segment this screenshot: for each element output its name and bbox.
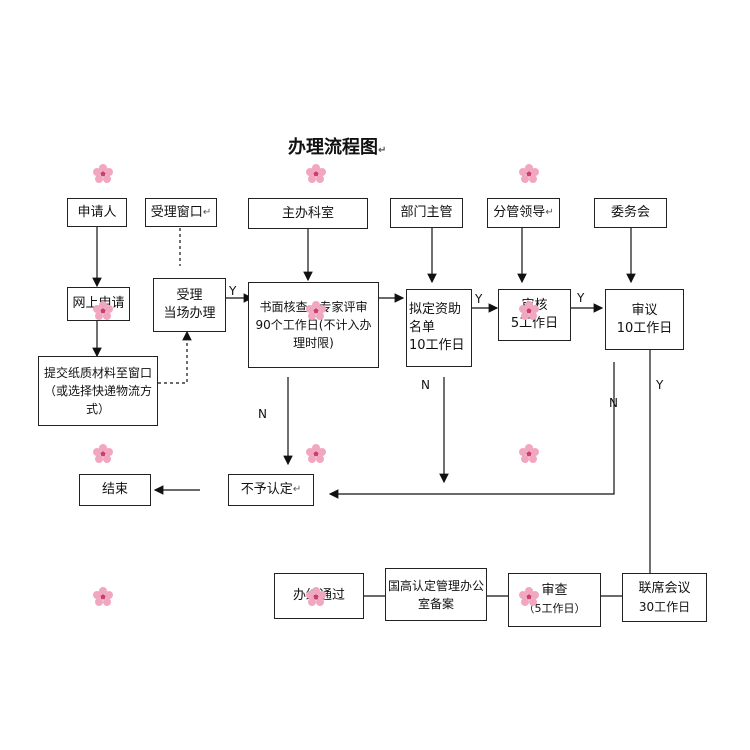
step-record: 国高认定管理办公室备案 [385,568,487,621]
label-no-draft: N [421,378,430,392]
label-no-deliberate: N [609,396,618,410]
step-end: 结束 [79,474,151,506]
diagram-title: 办理流程图↵ [288,137,387,158]
flower-icon [306,587,326,606]
flower-icon [93,587,113,606]
step-accept: 受理当场办理 [153,278,226,332]
flower-icon [519,301,539,320]
flower-icon [93,301,113,320]
flower-icon [519,164,539,183]
step-reject: 不予认定↵ [228,474,314,506]
arrow-submit-to-accept [158,330,192,384]
flower-icon [93,164,113,183]
flower-icon [519,587,539,606]
label-yes-audit: Y [577,291,585,305]
flower-icon [306,301,326,320]
role-window: 受理窗口↵ [145,198,217,227]
flower-icon [519,444,539,463]
flower-icon [93,444,113,463]
step-review: 书面核查、专家评审90个工作日(不计入办理时限) [248,282,379,368]
role-dept-head: 部门主管 [390,198,463,228]
role-committee: 委务会 [594,198,667,228]
flower-icon [306,444,326,463]
flower-icon [306,164,326,183]
step-submit-paper: 提交纸质材料至窗口（或选择快递物流方式） [38,356,158,426]
label-yes-deliberate: Y [656,378,664,392]
label-no-review: N [258,407,267,421]
arrow-deliberate-no [328,362,615,499]
role-applicant: 申请人 [67,198,127,227]
role-office: 主办科室 [248,198,368,229]
role-leader: 分管领导↵ [487,198,560,228]
label-yes-accept: Y [229,284,237,298]
label-yes-draft: Y [475,292,483,306]
